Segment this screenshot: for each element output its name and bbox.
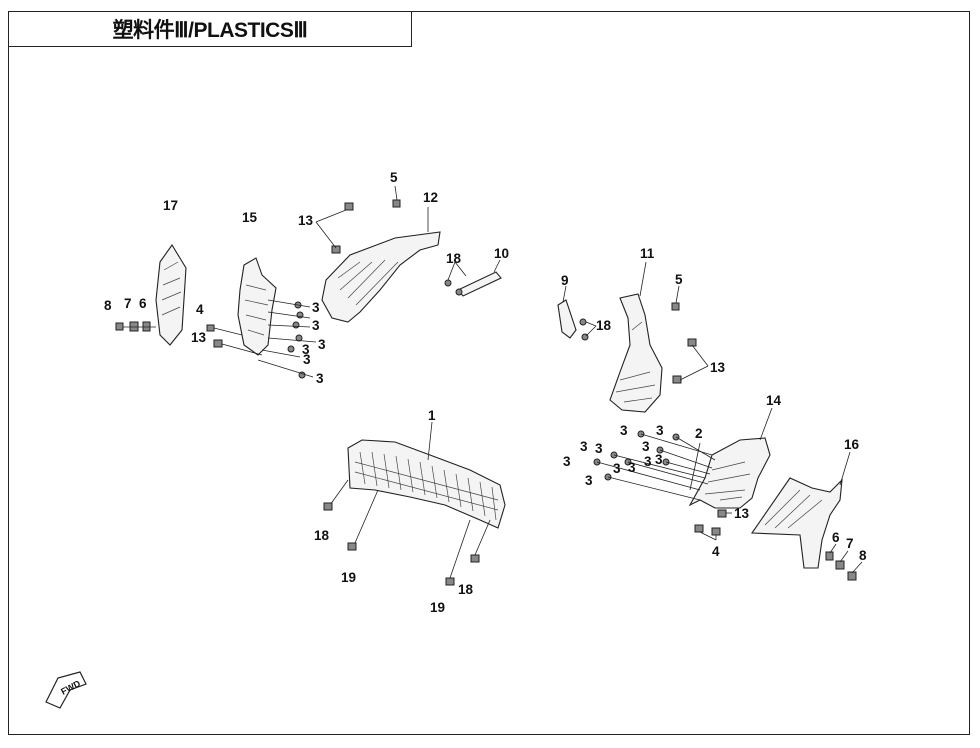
callout-6: 6	[139, 296, 147, 311]
callout-4: 4	[712, 544, 720, 559]
callout-labels: 17 15 13 5 12 18 10 8 7 6 4 13 3 3 3 3 3…	[104, 170, 867, 615]
callout-3: 3	[318, 337, 326, 352]
callout-14: 14	[766, 393, 782, 408]
part-1-center-grille[interactable]	[323, 421, 506, 586]
screws-right-group	[593, 430, 732, 541]
callout-5: 5	[675, 272, 683, 287]
callout-3: 3	[595, 441, 603, 456]
callout-3: 3	[628, 460, 636, 475]
callout-3: 3	[655, 452, 663, 467]
callout-3: 3	[656, 423, 664, 438]
callout-18: 18	[596, 318, 612, 333]
callout-1: 1	[428, 408, 436, 423]
part-16-right-side-panel[interactable]	[750, 451, 863, 581]
part-10-trim-strip[interactable]	[444, 259, 502, 297]
callout-13: 13	[298, 213, 314, 228]
part-17-left-side-panel[interactable]	[155, 243, 187, 346]
callout-18: 18	[458, 582, 474, 597]
callout-9: 9	[561, 273, 569, 288]
callout-16: 16	[844, 437, 860, 452]
screws-left-group	[206, 299, 317, 379]
callout-3: 3	[644, 454, 652, 469]
fastener-stack-left	[115, 321, 156, 332]
callout-18: 18	[314, 528, 330, 543]
part-15-left-bracket[interactable]	[237, 257, 277, 356]
callout-15: 15	[242, 210, 258, 225]
callout-19: 19	[430, 600, 445, 615]
callout-13: 13	[710, 360, 726, 375]
callout-3: 3	[563, 454, 571, 469]
callout-2: 2	[695, 426, 703, 441]
callout-12: 12	[423, 190, 438, 205]
callout-3: 3	[316, 371, 324, 386]
callout-7: 7	[846, 536, 854, 551]
callout-7: 7	[124, 296, 132, 311]
diagram-title: 塑料件Ⅲ/PLASTICSⅢ	[8, 11, 412, 47]
callout-4: 4	[196, 302, 204, 317]
part-14-right-bracket[interactable]	[688, 407, 773, 509]
callout-3: 3	[312, 318, 320, 333]
callout-13: 13	[191, 330, 207, 345]
callout-8: 8	[104, 298, 112, 313]
callout-3: 3	[642, 439, 650, 454]
part-12-upper-left-cover[interactable]	[315, 185, 441, 323]
callout-18: 18	[446, 251, 462, 266]
callout-13: 13	[734, 506, 750, 521]
fwd-arrow-icon: FWD	[45, 671, 87, 709]
part-9-small-panel[interactable]	[557, 285, 597, 341]
part-11-right-upper-bracket[interactable]	[609, 261, 709, 413]
callout-10: 10	[494, 246, 509, 261]
callout-5: 5	[390, 170, 398, 185]
callout-3: 3	[302, 342, 310, 357]
callout-3: 3	[585, 473, 593, 488]
callout-17: 17	[163, 198, 178, 213]
callout-3: 3	[303, 352, 311, 367]
callout-19: 19	[341, 570, 356, 585]
callout-8: 8	[859, 548, 867, 563]
callout-3: 3	[620, 423, 628, 438]
callout-3: 3	[312, 300, 320, 315]
callout-11: 11	[640, 246, 655, 261]
callout-3: 3	[613, 461, 621, 476]
callout-3: 3	[580, 439, 588, 454]
drawing-frame	[8, 11, 970, 735]
callout-6: 6	[832, 530, 840, 545]
